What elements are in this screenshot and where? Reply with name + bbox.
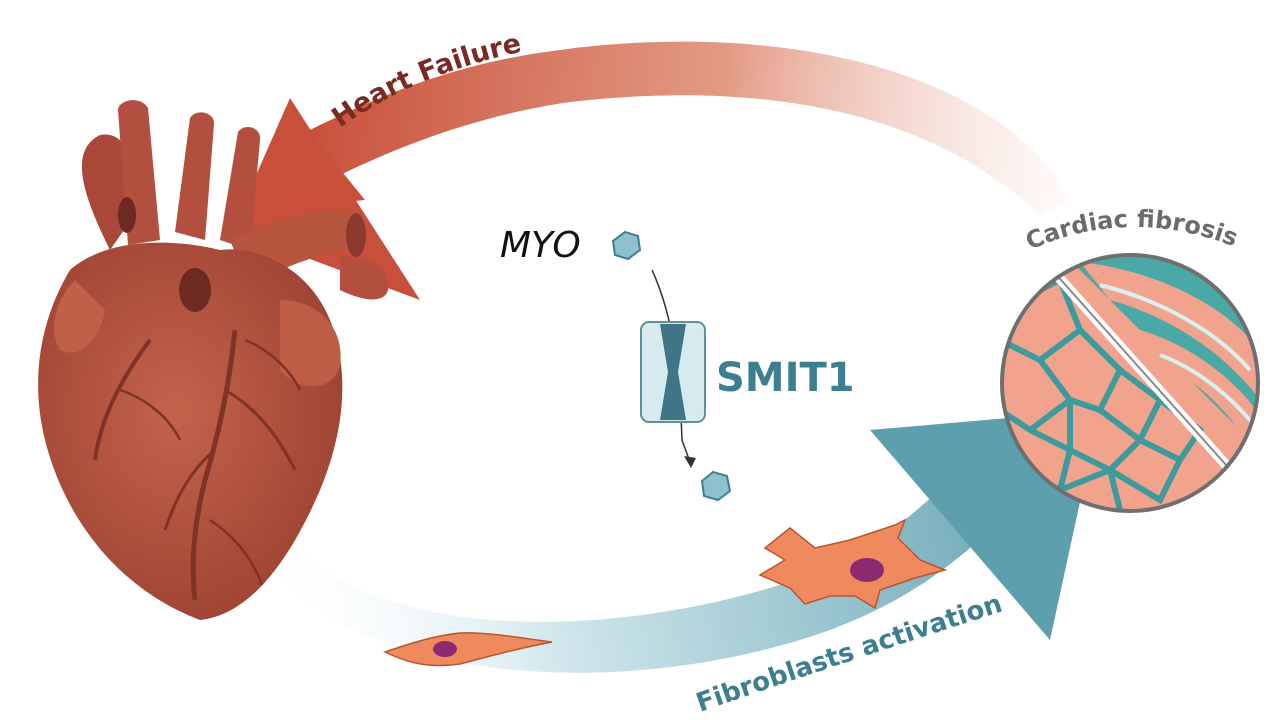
myo-molecule-bottom: [700, 470, 732, 502]
cardiac-fibrosis-label: Cardiac fibrosis: [1022, 205, 1242, 256]
fibroblast-activated: [758, 518, 948, 610]
fibroblasts-activation-arrow: [260, 410, 1100, 673]
fibroblast-quiescent: [383, 632, 553, 667]
smit1-label: SMIT1: [716, 355, 855, 401]
heart-failure-arrow: [232, 41, 1070, 300]
transport-arrowhead: [684, 456, 696, 468]
myo-molecule-top: [611, 230, 642, 261]
smit1-transporter: [640, 321, 706, 423]
myo-label: MYO: [500, 225, 581, 266]
cardiac-fibrosis-section: [1000, 253, 1260, 513]
heart-illustration: [38, 100, 389, 620]
